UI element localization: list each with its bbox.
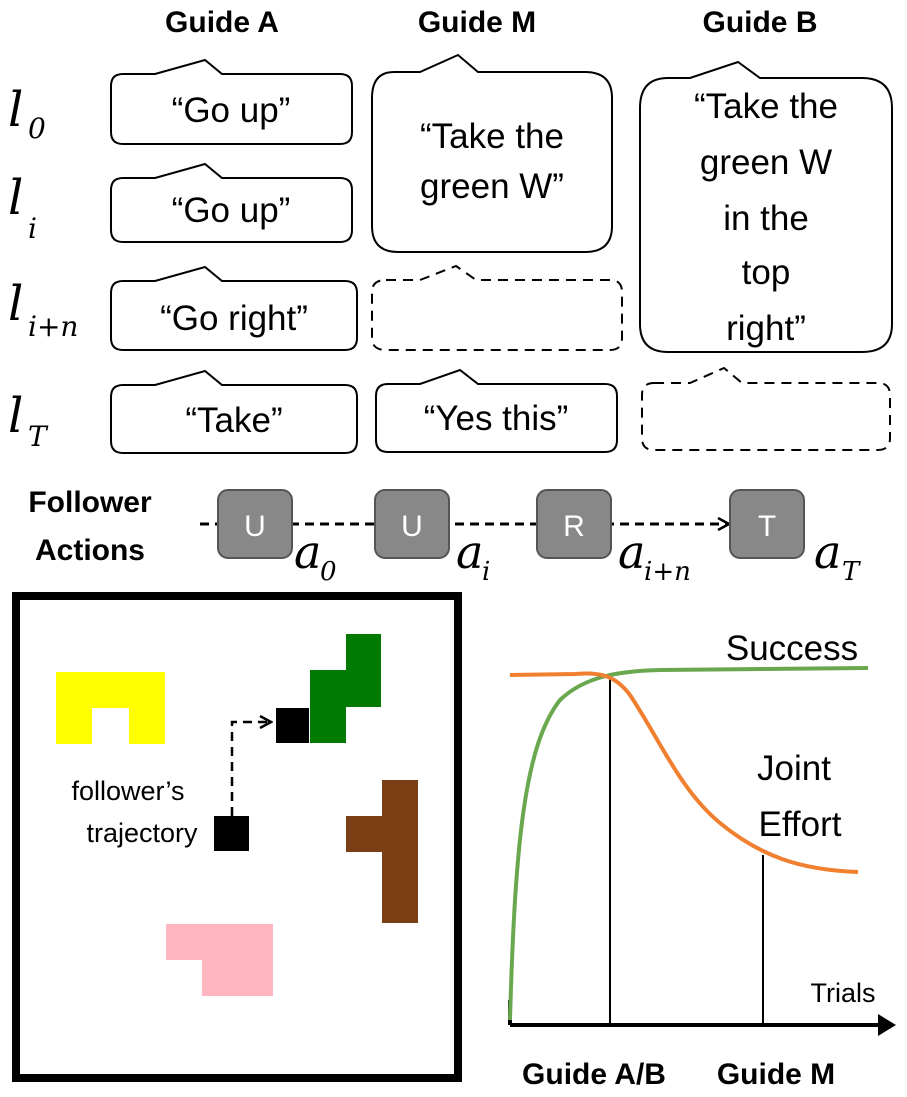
action-key-label: U — [244, 510, 266, 543]
green-piece — [276, 634, 381, 743]
guide-a-utterance-0: “Go up” — [172, 91, 291, 130]
svg-text:l: l — [8, 82, 23, 138]
guide-b-utterance-0-line-1: “Take the — [694, 87, 838, 126]
empty-speech-bubble — [641, 366, 891, 451]
action-var-ai: a i — [456, 525, 490, 587]
svg-text:a: a — [814, 525, 841, 579]
speech-bubble: “Yes this” — [375, 368, 618, 453]
svg-text:l: l — [8, 388, 23, 444]
header-guide-a: Guide A — [165, 6, 279, 39]
action-var-a0: a 0 — [294, 525, 337, 587]
svg-text:i+n: i+n — [28, 310, 78, 343]
trajectory-label-line-1: follower’s — [71, 776, 184, 806]
speech-bubble: “Take the green W in the top right” — [639, 60, 893, 353]
svg-text:a: a — [618, 525, 645, 579]
row-label-li: l i — [8, 170, 37, 245]
follower-end-position — [276, 708, 309, 743]
action-var-ain: a i+n — [618, 525, 691, 587]
action-key: U — [217, 489, 293, 559]
svg-text:i+n: i+n — [644, 557, 691, 587]
action-key: R — [536, 489, 612, 559]
follower-actions-label-line-1: Follower — [28, 486, 152, 519]
svg-text:l: l — [8, 170, 23, 226]
chart-x-axis-label: Trials — [811, 978, 876, 1008]
speech-bubble: “Go right” — [110, 265, 358, 351]
marker-label-guide-m: Guide M — [717, 1058, 835, 1091]
chart-x-axis-arrowhead — [878, 1014, 896, 1036]
brown-piece — [346, 780, 418, 923]
guide-m-utterance-3: “Yes this” — [424, 399, 569, 438]
svg-text:a: a — [456, 525, 483, 579]
series-line-joint-effort — [509, 671, 859, 874]
action-key-label: T — [758, 510, 776, 543]
svg-text:0: 0 — [28, 112, 46, 145]
guide-m-utterance-0-line-2: green W” — [420, 167, 564, 206]
success-effort-chart: Success Joint Effort Trials Guide A/B Gu… — [508, 629, 896, 1091]
guide-b-utterance-0-line-2: green W — [700, 143, 832, 182]
action-key: T — [729, 489, 805, 559]
follower-start-position — [214, 816, 249, 851]
action-key: U — [374, 489, 450, 559]
marker-label-guide-ab: Guide A/B — [522, 1058, 666, 1091]
svg-text:l: l — [8, 276, 23, 332]
guide-b-utterance-0-line-4: top — [742, 253, 791, 292]
row-label-lin: l i+n — [8, 276, 78, 343]
pink-piece — [166, 924, 273, 996]
empty-speech-bubble — [371, 264, 623, 351]
guide-b-utterance-0-line-3: in the — [723, 199, 809, 238]
svg-text:T: T — [28, 420, 49, 453]
row-label-lt: l T — [8, 388, 49, 453]
trajectory-arrow — [230, 722, 270, 816]
guide-a-utterance-3: “Take” — [185, 401, 282, 440]
speech-bubble: “Go up” — [110, 58, 353, 145]
series-label-joint-effort-line-1: Joint — [757, 749, 831, 788]
guide-a-utterance-1: “Go up” — [172, 191, 291, 230]
speech-bubble: “Take the green W” — [371, 53, 613, 253]
series-label-joint-effort-line-2: Effort — [758, 805, 841, 844]
trajectory-label-line-2: trajectory — [86, 818, 198, 848]
action-key-label: R — [563, 510, 585, 543]
series-label-success: Success — [726, 629, 858, 668]
follower-actions-label-line-2: Actions — [35, 534, 145, 567]
series-line-success — [508, 666, 869, 1021]
action-var-at: a T — [814, 525, 861, 587]
speech-bubble: “Go up” — [110, 162, 353, 243]
svg-text:T: T — [842, 557, 861, 587]
action-key-label: U — [401, 510, 423, 543]
guide-a-utterance-2: “Go right” — [160, 299, 308, 338]
yellow-piece — [56, 672, 165, 744]
svg-text:i: i — [482, 557, 490, 587]
guide-m-utterance-0-line-1: “Take the — [420, 117, 564, 156]
svg-text:i: i — [28, 212, 37, 245]
header-guide-b: Guide B — [702, 6, 817, 39]
svg-text:0: 0 — [320, 557, 337, 587]
guide-b-utterance-0-line-5: right” — [726, 309, 806, 348]
speech-bubble: “Take” — [110, 369, 358, 454]
svg-text:a: a — [294, 525, 321, 579]
row-label-l0: l 0 — [8, 82, 46, 145]
header-guide-m: Guide M — [418, 6, 536, 39]
